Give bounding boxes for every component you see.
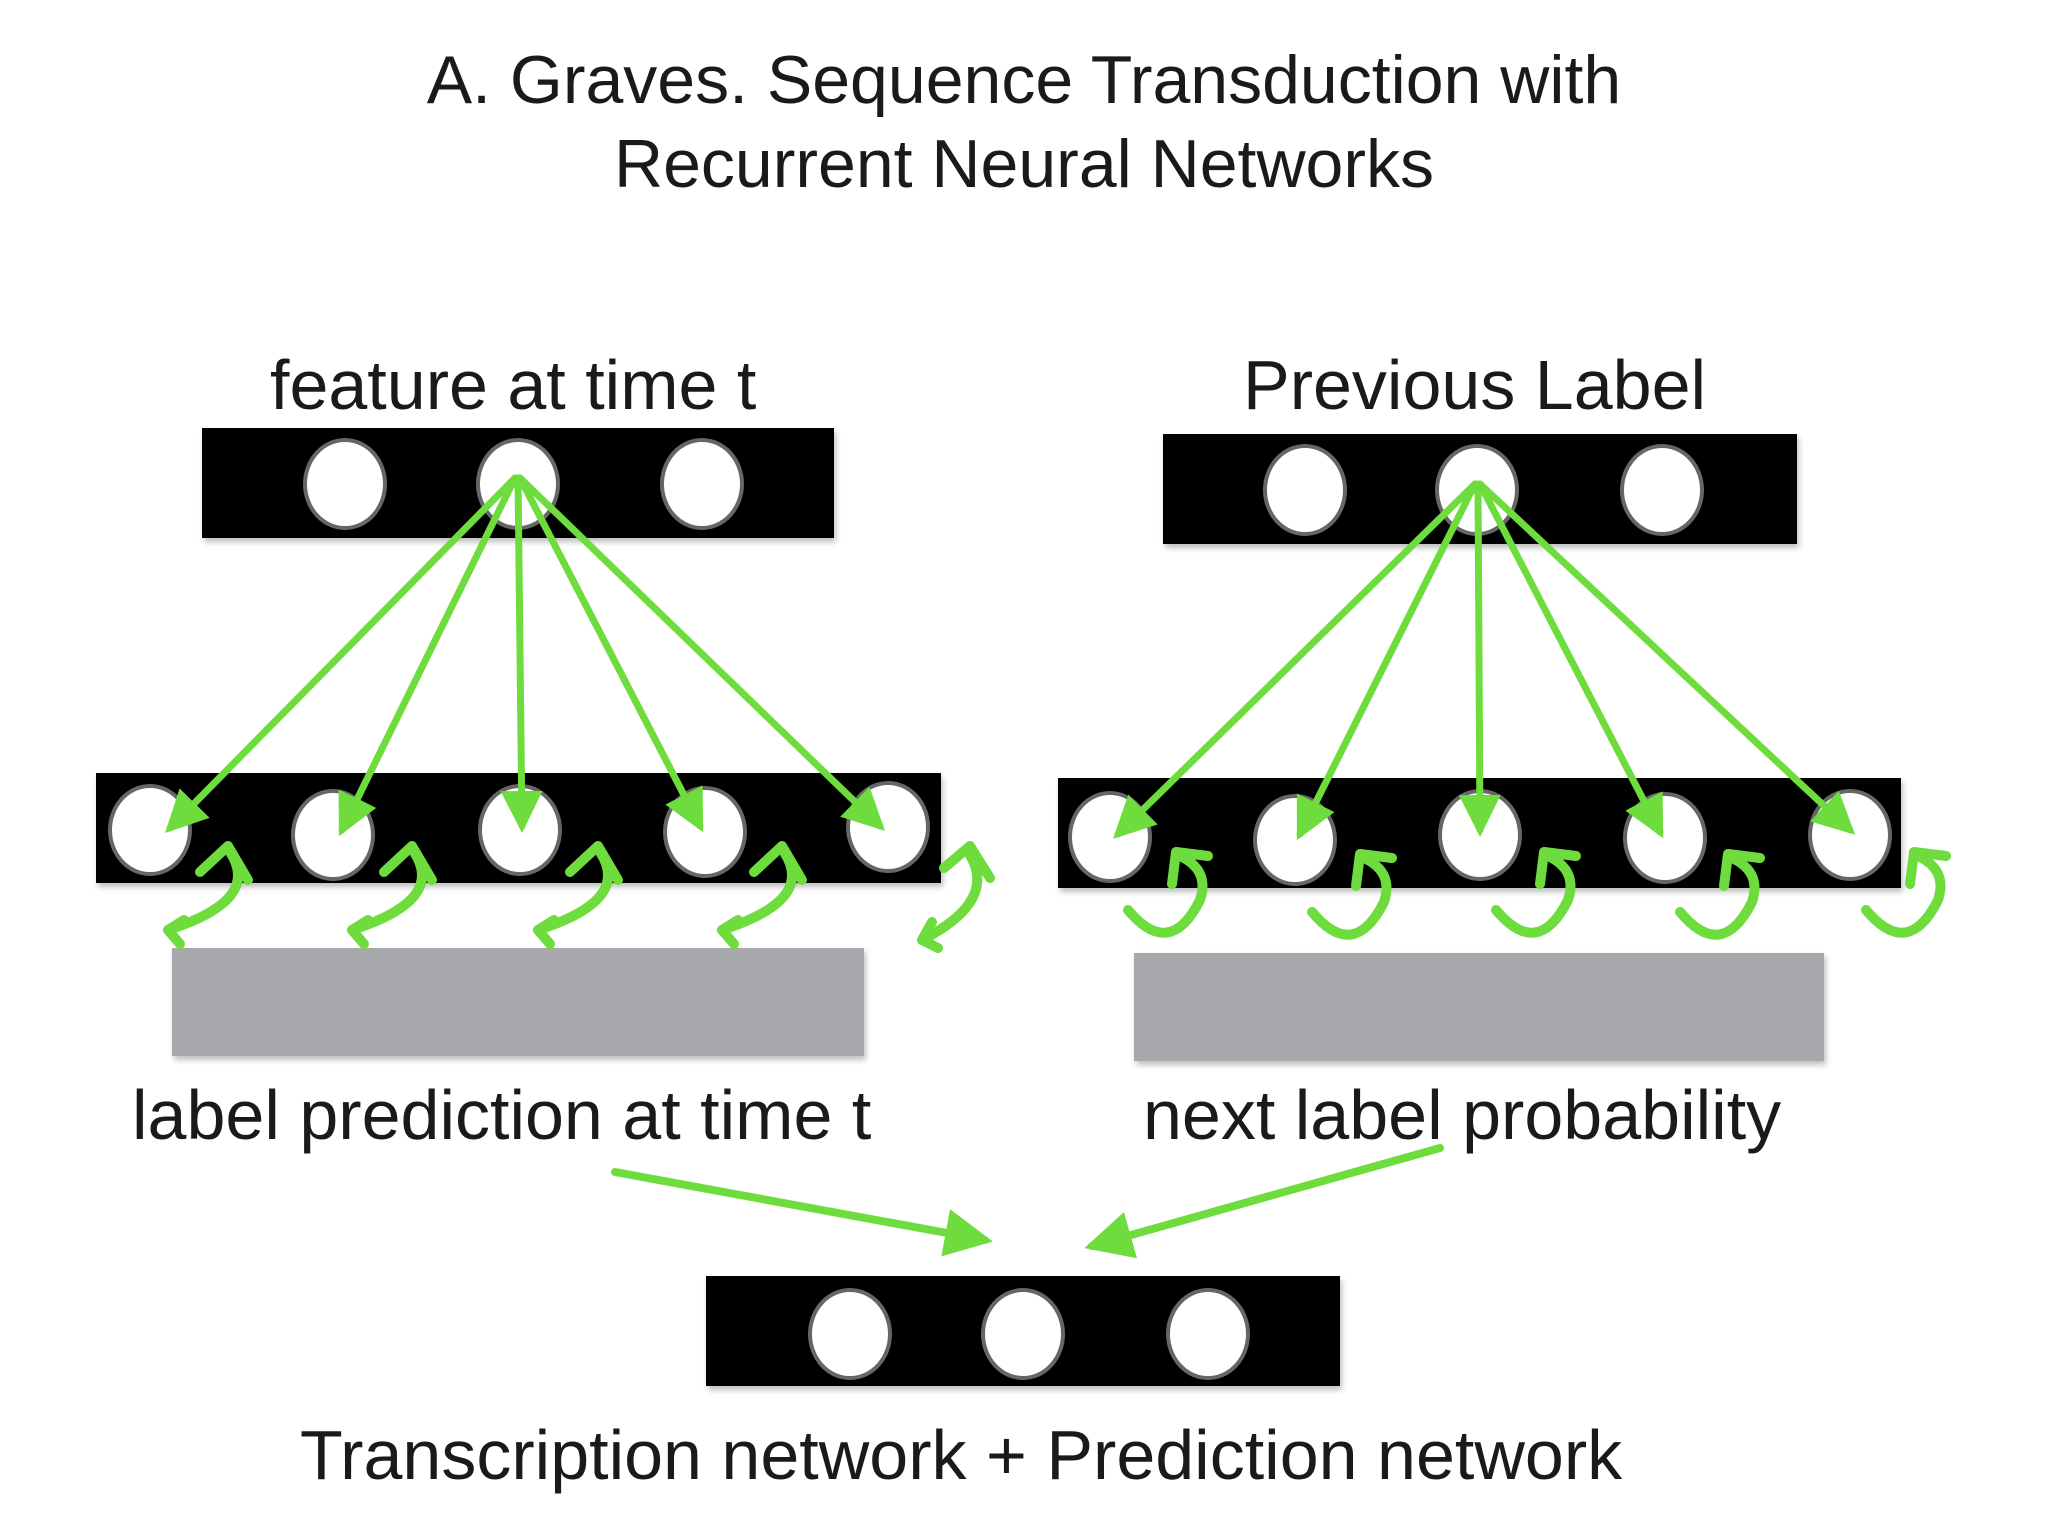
left-hidden-unit-1 bbox=[108, 784, 192, 876]
left-hidden-unit-5 bbox=[846, 781, 930, 873]
right-recurrent-loops bbox=[1123, 847, 1951, 940]
recurrent-loop-icon bbox=[347, 841, 437, 949]
arrow-icon bbox=[338, 474, 519, 837]
right-fanout-arrows bbox=[1113, 480, 1856, 841]
arrow-icon bbox=[1113, 480, 1479, 839]
title-line-2: Recurrent Neural Networks bbox=[613, 126, 1435, 203]
arrow-icon bbox=[165, 474, 519, 833]
left-input-unit-1 bbox=[303, 438, 387, 530]
recurrent-loop-icon bbox=[163, 841, 253, 949]
left-output-block bbox=[172, 948, 864, 1056]
right-hidden-unit-1 bbox=[1068, 791, 1152, 883]
joint-caption: Transcription network + Prediction netwo… bbox=[300, 1416, 1623, 1494]
recurrent-loop-icon bbox=[917, 841, 995, 953]
right-hidden-unit-2 bbox=[1253, 794, 1337, 886]
joint-unit-2 bbox=[981, 1288, 1065, 1380]
title-line-1: A. Graves. Sequence Transduction with bbox=[426, 42, 1622, 118]
left-recurrent-loops bbox=[163, 841, 995, 953]
joint-unit-3 bbox=[1166, 1288, 1250, 1380]
arrow-icon bbox=[1458, 480, 1501, 837]
right-input-label: Previous Label bbox=[1243, 346, 1707, 424]
left-hidden-unit-4 bbox=[663, 786, 747, 878]
joint-input-arrows bbox=[611, 1144, 1444, 1259]
left-input-label: feature at time t bbox=[270, 346, 757, 424]
recurrent-loop-icon bbox=[1491, 847, 1581, 938]
arrow-icon bbox=[1296, 480, 1479, 841]
right-output-block bbox=[1134, 953, 1824, 1061]
arrow-icon bbox=[516, 474, 886, 831]
arrow-icon bbox=[1476, 480, 1664, 839]
arrow-icon bbox=[1476, 480, 1856, 835]
page-title: A. Graves. Sequence Transduction with Re… bbox=[0, 38, 2048, 207]
left-hidden-unit-2 bbox=[291, 789, 375, 881]
right-hidden-unit-4 bbox=[1623, 792, 1707, 884]
recurrent-loop-icon bbox=[1307, 849, 1397, 940]
recurrent-loop-icon bbox=[1675, 849, 1765, 940]
right-input-unit-1 bbox=[1263, 444, 1347, 536]
arrow-icon bbox=[611, 1168, 993, 1257]
joint-network bbox=[706, 1276, 1340, 1386]
left-output-label: label prediction at time t bbox=[132, 1076, 872, 1154]
left-input-unit-3 bbox=[660, 438, 744, 530]
arrow-icon bbox=[516, 474, 704, 833]
recurrent-loop-icon bbox=[533, 841, 623, 949]
joint-unit-1 bbox=[808, 1288, 892, 1380]
right-input-unit-3 bbox=[1620, 444, 1704, 536]
left-fanout-arrows bbox=[165, 474, 886, 837]
arrow-icon bbox=[500, 474, 543, 833]
recurrent-loop-icon bbox=[717, 841, 807, 949]
arrow-icon bbox=[1084, 1144, 1444, 1259]
recurrent-loop-icon bbox=[1123, 847, 1213, 938]
recurrent-loop-icon bbox=[1861, 847, 1951, 938]
right-output-label: next label probability bbox=[1143, 1076, 1782, 1154]
